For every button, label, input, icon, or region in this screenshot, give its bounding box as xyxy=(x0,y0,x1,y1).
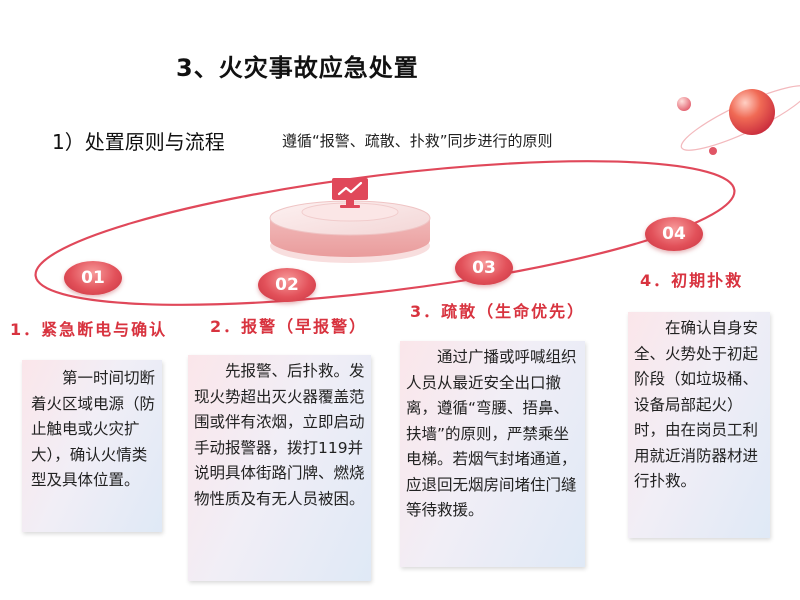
step-card-2: 先报警、后扑救。发现火势超出灭火器覆盖范围或伴有浓烟，立即启动手动报警器，拨打1… xyxy=(188,355,371,581)
step-card-1: 第一时间切断着火区域电源（防止触电或火灾扩大），确认火情类型及具体位置。 xyxy=(22,360,162,532)
step-label-3: 3．疏散（生命优先） xyxy=(410,302,586,321)
step-label-1: 1．紧急断电与确认 xyxy=(10,320,168,339)
section-subtitle: 1）处置原则与流程 xyxy=(52,130,225,154)
platform xyxy=(269,200,431,263)
step-badge-01: 01 xyxy=(64,261,122,295)
monitor-chart-icon xyxy=(332,178,368,208)
orbit-ring xyxy=(34,160,736,306)
step-badge-04: 04 xyxy=(645,217,703,251)
step-label-4: 4．初期扑救 xyxy=(640,271,744,290)
page-title: 3、火灾事故应急处置 xyxy=(176,54,419,82)
step-card-4: 在确认自身安全、火势处于初起阶段（如垃圾桶、设备局部起火）时，由在岗员工利用就近… xyxy=(628,312,770,538)
principle-text: 遵循“报警、疏散、扑救”同步进行的原则 xyxy=(282,132,553,150)
step-badge-03: 03 xyxy=(455,251,513,285)
planet-icon xyxy=(677,85,800,155)
step-card-3: 通过广播或呼喊组织人员从最近安全出口撤离，遵循“弯腰、捂鼻、扶墙”的原则，严禁乘… xyxy=(400,341,585,567)
step-label-2: 2．报警（早报警） xyxy=(210,317,368,336)
step-badge-02: 02 xyxy=(258,268,316,302)
